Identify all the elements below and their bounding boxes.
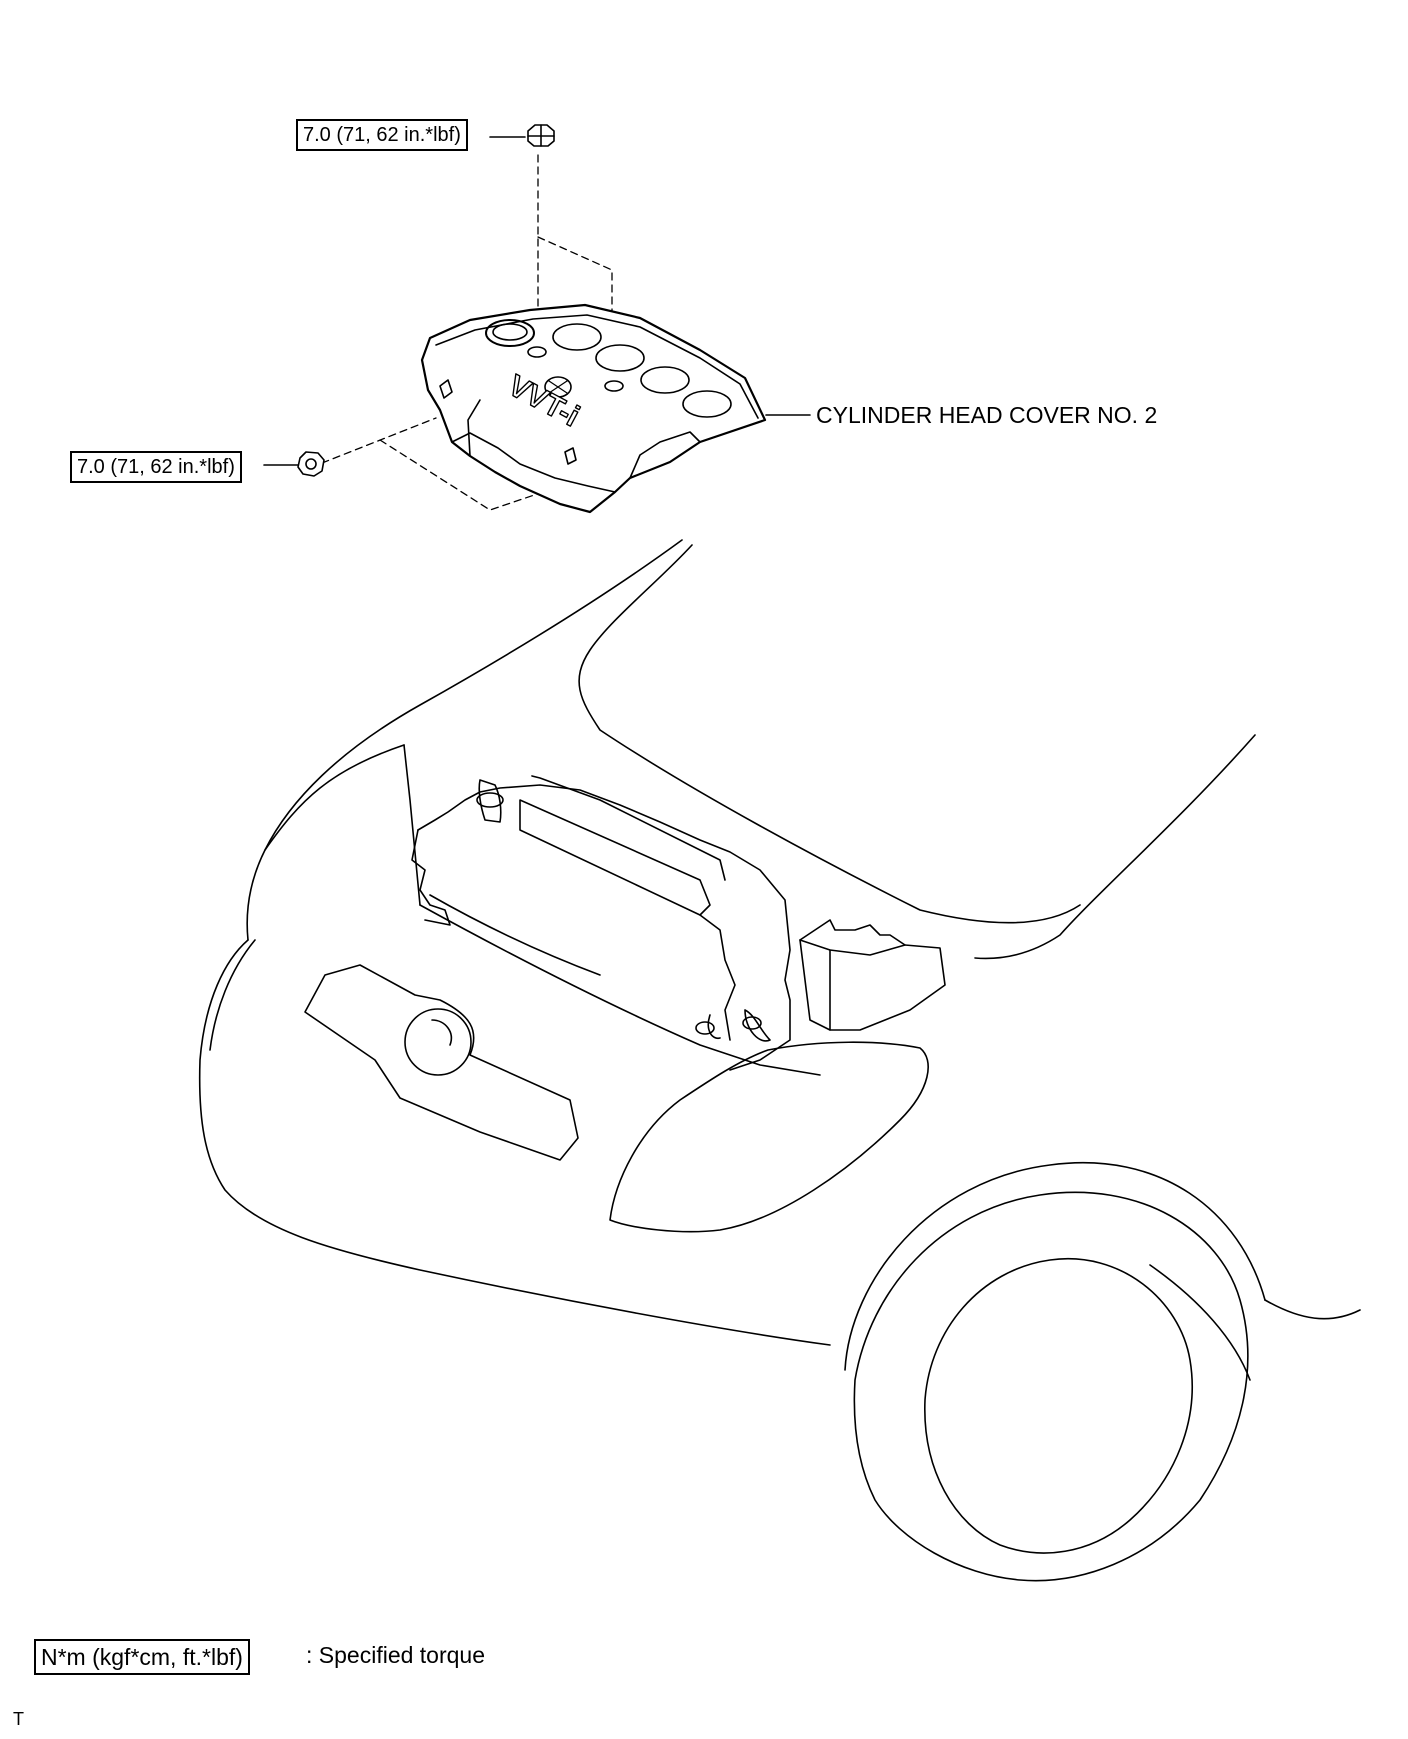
part-label-cylinder-head-cover: CYLINDER HEAD COVER NO. 2 xyxy=(816,402,1158,428)
leader-lines xyxy=(263,136,811,466)
bolt-upper-icon xyxy=(527,124,555,147)
car-body xyxy=(198,539,1361,1582)
bolt-left-icon xyxy=(297,451,325,477)
legend-unit-box: N*m (kgf*cm, ft.*lbf) xyxy=(34,1639,250,1675)
torque-callout-upper: 7.0 (71, 62 in.*lbf) xyxy=(296,119,468,151)
legend-description: : Specified torque xyxy=(306,1642,486,1668)
torque-callout-left: 7.0 (71, 62 in.*lbf) xyxy=(70,451,242,483)
footer-mark: T xyxy=(13,1709,24,1729)
cylinder-head-cover xyxy=(420,303,767,514)
